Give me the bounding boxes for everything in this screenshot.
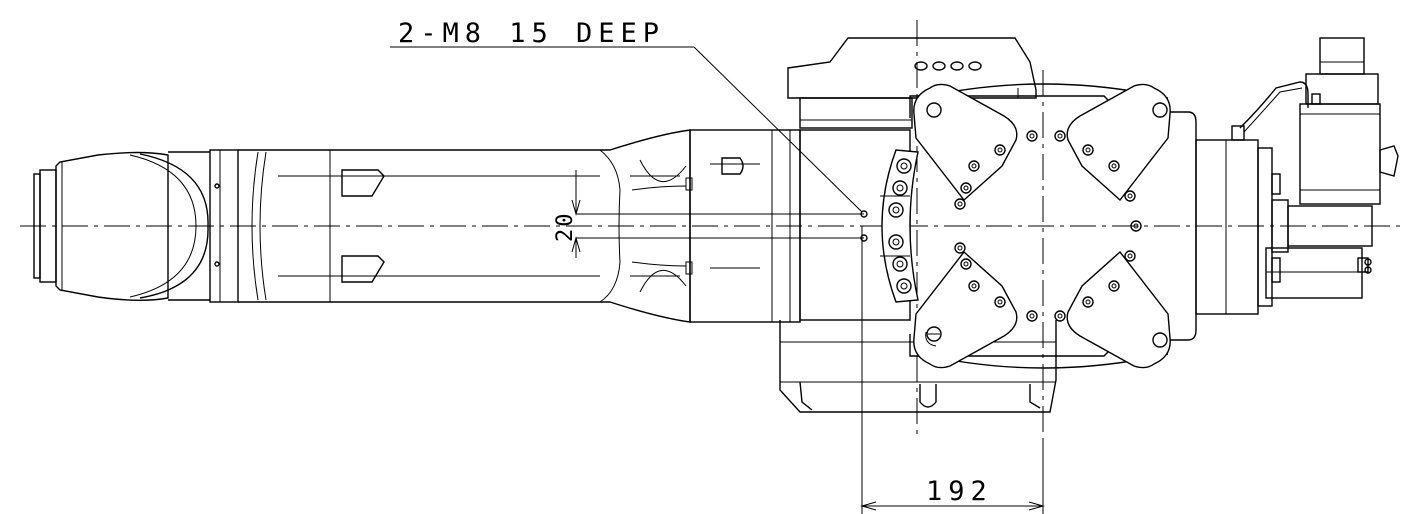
- bolt-arc: [860, 149, 919, 303]
- servo-motor: [1265, 37, 1399, 299]
- arc-bolts: [888, 158, 912, 294]
- hole-callout: 2-M8 15 DEEP: [390, 18, 863, 213]
- centerlines: [20, 20, 1400, 440]
- offset-dimension-label: 192: [926, 476, 993, 507]
- offset-dimension: 192: [860, 226, 1045, 514]
- motor-cover-top: [787, 37, 1037, 129]
- right-housing: [1195, 81, 1373, 315]
- lobe-plates: [913, 83, 1171, 369]
- hole-spacing-label: 20: [553, 212, 578, 243]
- hole-callout-label: 2-M8 15 DEEP: [398, 18, 665, 49]
- hole-spacing-dimension: 20: [553, 170, 864, 258]
- flange-bolts: [954, 130, 1142, 322]
- wrist-cap: [33, 149, 239, 303]
